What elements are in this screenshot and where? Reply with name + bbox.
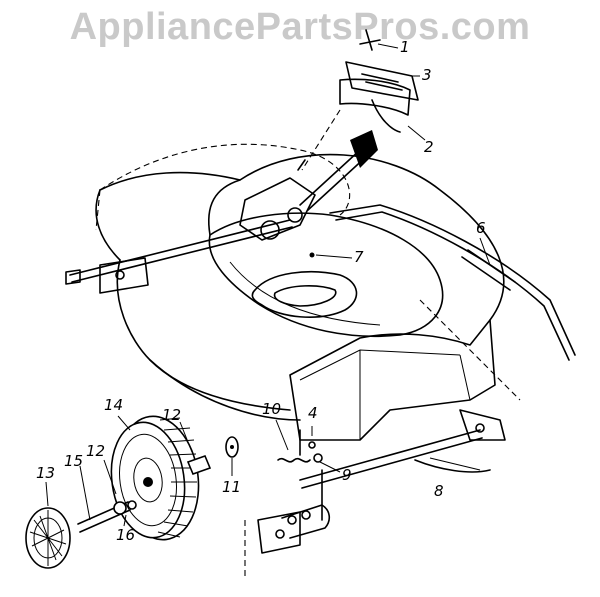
- callout-9: 9: [342, 466, 352, 484]
- callout-12-lower: 12: [86, 442, 105, 460]
- handle-bracket: [301, 29, 419, 171]
- callout-13: 13: [36, 464, 55, 482]
- rear-axle: [257, 409, 506, 554]
- callout-1: 1: [400, 38, 410, 56]
- deck-dashed-outline: [95, 143, 521, 580]
- callout-labels: 1 2 3 4 6 7 8 9 10 11 12 12 13 14 15 16: [36, 38, 486, 544]
- leader-lines: [45, 43, 491, 527]
- callout-6: 6: [476, 219, 486, 237]
- callout-14: 14: [104, 396, 123, 414]
- callout-15: 15: [64, 452, 83, 470]
- callout-11: 11: [222, 478, 241, 496]
- hubcap: [25, 507, 71, 569]
- shoulder-bolt: [77, 500, 137, 533]
- rear-handle-wire: [329, 204, 576, 361]
- watermark-logo: AppliancePartsPros.com: [69, 6, 531, 48]
- callout-10: 10: [262, 400, 281, 418]
- callout-8: 8: [434, 482, 444, 500]
- callout-16: 16: [116, 526, 135, 544]
- spring-bolt-hardware: [277, 429, 323, 525]
- callout-12-upper: 12: [162, 406, 181, 424]
- mower-deck: [95, 153, 505, 441]
- height-adjuster-assembly: [239, 130, 378, 258]
- callout-7: 7: [354, 248, 364, 266]
- callout-3: 3: [422, 66, 432, 84]
- callout-4: 4: [308, 404, 318, 422]
- callout-2: 2: [424, 138, 434, 156]
